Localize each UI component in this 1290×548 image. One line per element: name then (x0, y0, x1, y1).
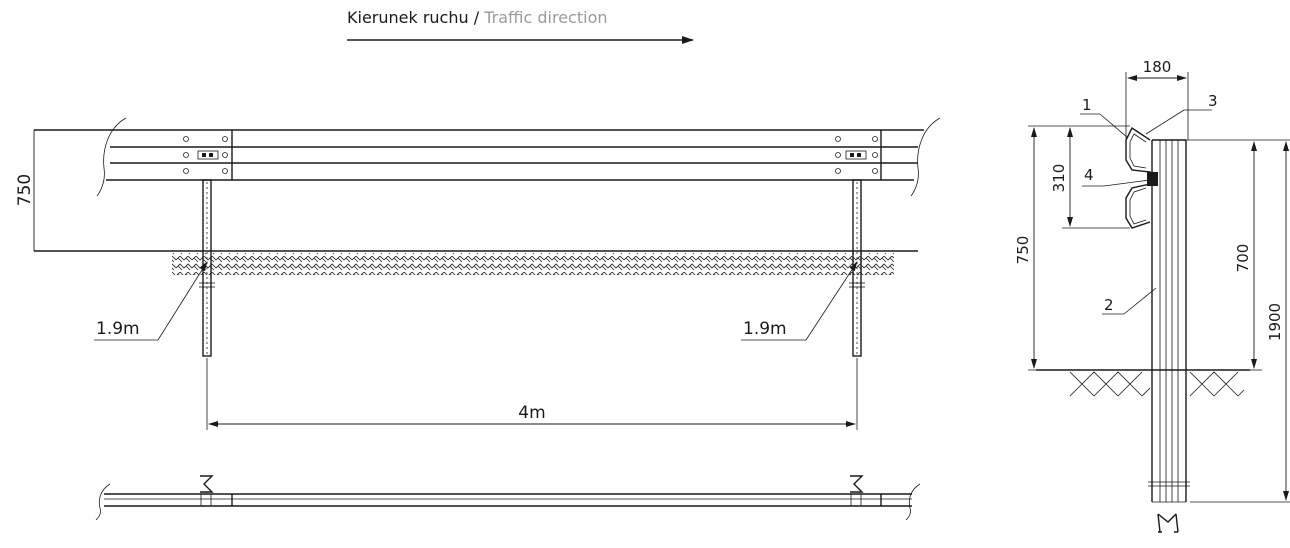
post-height-label: 700 (1234, 244, 1252, 273)
section-post (1148, 139, 1190, 533)
spacer-bolt (1147, 172, 1158, 186)
callout-2: 2 (1102, 287, 1157, 315)
callout-3: 3 (1145, 92, 1218, 135)
callout-4-label: 4 (1084, 166, 1094, 184)
post-length-dimension: 1900 (1190, 139, 1290, 503)
post-depth-right-label: 1.9m (743, 319, 787, 339)
post-depth-left-label: 1.9m (96, 319, 140, 339)
callout-4: 4 (1082, 166, 1151, 187)
width-dimension: 180 (1125, 58, 1189, 140)
soil-hatch (172, 253, 894, 275)
callout-1: 1 (1080, 96, 1129, 139)
rail-height-dimension: 310 (1050, 125, 1130, 229)
callout-2-label: 2 (1104, 296, 1114, 314)
w-beam-profile (1125, 126, 1158, 229)
plan-view (95, 475, 921, 521)
post-depth-leader-right: 1.9m (741, 261, 858, 341)
rail-height-label: 310 (1050, 164, 1068, 193)
post-length-label: 1900 (1266, 303, 1284, 341)
plan-post-right (850, 475, 864, 507)
total-height-dimension: 750 (1014, 125, 1062, 371)
label-en: Traffic direction (484, 8, 608, 27)
post-profile-symbol (1157, 513, 1179, 533)
plan-post-left (200, 475, 214, 507)
section-view: 180 (1014, 58, 1290, 533)
post-depth-leader-left: 1.9m (94, 261, 208, 341)
height-dimension: 750 (15, 130, 35, 251)
callout-1-label: 1 (1082, 96, 1092, 114)
front-view: 750 1.9m 1.9m 4m (15, 117, 941, 430)
label-pl: Kierunek ruchu (347, 8, 469, 27)
section-ground (1036, 369, 1250, 397)
post-spacing-dimension: 4m (206, 358, 858, 430)
callout-3-label: 3 (1208, 92, 1218, 110)
break-line-right (910, 117, 941, 197)
width-dim-label: 180 (1143, 58, 1172, 76)
label-separator: / (473, 8, 480, 27)
splice-bolts-right (835, 136, 878, 174)
splice-bolts-left (183, 136, 228, 174)
post-spacing-label: 4m (518, 403, 545, 423)
post-height-dimension: 700 (1186, 139, 1262, 371)
guardrail-beam (34, 129, 924, 181)
traffic-direction-label: Kierunek ruchu / Traffic direction (347, 8, 608, 38)
height-dim-label: 750 (15, 174, 35, 206)
total-height-label: 750 (1014, 236, 1032, 265)
